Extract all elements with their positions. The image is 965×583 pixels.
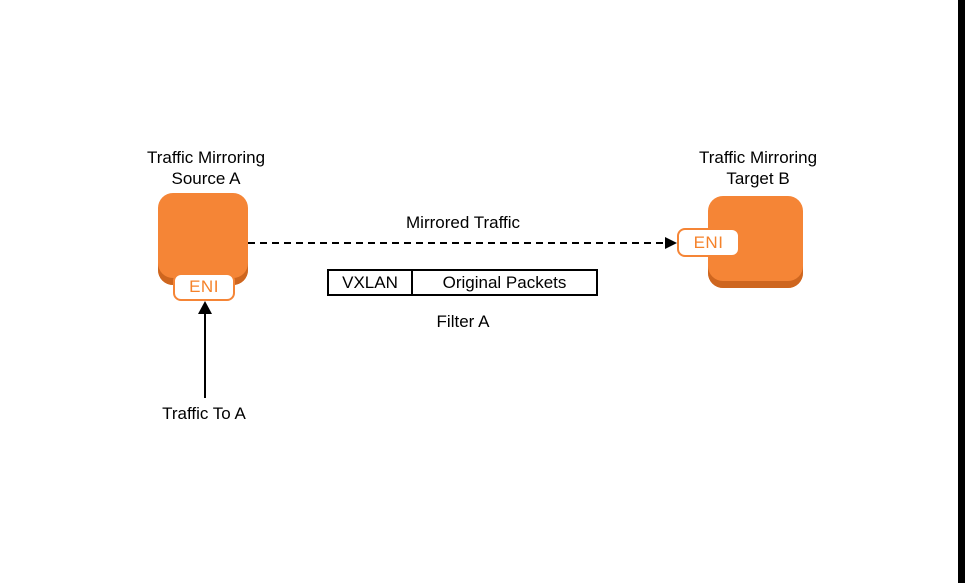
- packet-structure-table: VXLAN Original Packets: [327, 269, 598, 296]
- mirrored-traffic-dashed-line: [248, 242, 667, 244]
- target-title-line1: Traffic Mirroring: [698, 148, 818, 167]
- source-instance-box: [158, 193, 248, 285]
- traffic-to-a-label: Traffic To A: [162, 404, 246, 423]
- packet-cell-vxlan: VXLAN: [329, 271, 413, 294]
- traffic-to-a-line: [204, 313, 206, 398]
- source-title-line2: Source A: [171, 169, 241, 188]
- source-title-line1: Traffic Mirroring: [146, 148, 266, 167]
- target-node-title: Traffic Mirroring Target B: [672, 147, 844, 189]
- target-eni-label: ENI: [693, 232, 724, 252]
- mirrored-traffic-arrowhead-icon: [665, 237, 677, 249]
- right-edge-bar: [958, 0, 965, 583]
- source-eni-label: ENI: [189, 277, 219, 296]
- source-node-title: Traffic Mirroring Source A: [120, 147, 292, 189]
- target-title-line2: Target B: [726, 169, 790, 188]
- filter-label: Filter A: [436, 312, 490, 331]
- mirrored-traffic-label: Mirrored Traffic: [406, 213, 520, 232]
- packet-cell-original-packets: Original Packets: [442, 272, 567, 292]
- traffic-to-a-arrowhead-icon: [198, 301, 212, 314]
- target-eni-badge: ENI: [677, 228, 740, 257]
- source-eni-badge: ENI: [173, 273, 235, 301]
